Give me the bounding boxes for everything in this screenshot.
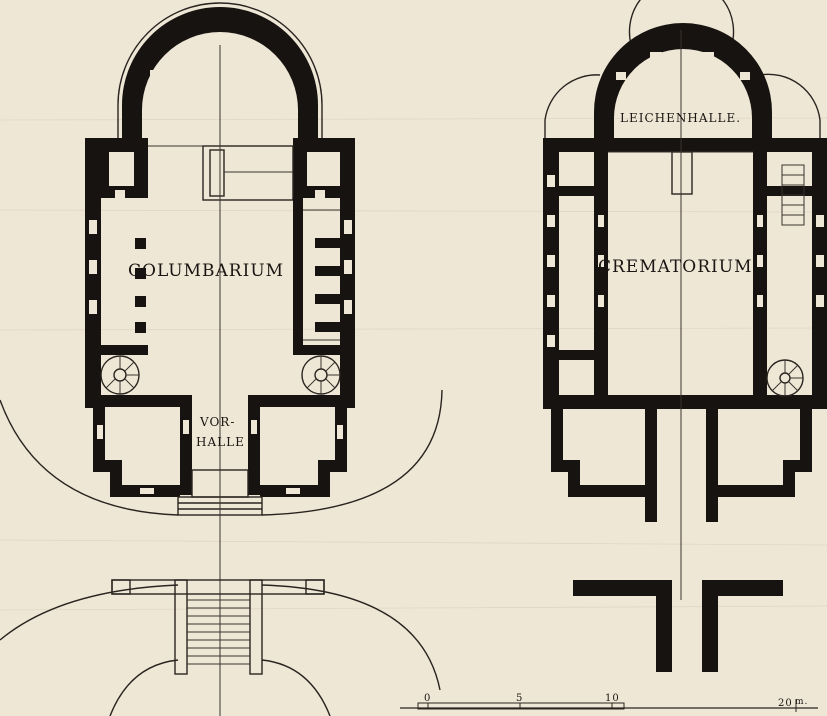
- columbarium-wall-top-right: [293, 138, 355, 152]
- scale-tick-5: 5: [516, 693, 523, 704]
- crematorium-apse-wall: [594, 23, 772, 140]
- columbarium-stair-left: [100, 345, 148, 395]
- label-vorhalle-line1: VOR-: [199, 415, 235, 429]
- crematorium-wall-right: [812, 138, 827, 408]
- crematorium-stair-spiral: [766, 359, 804, 397]
- scale-unit: m.: [795, 697, 808, 707]
- crematorium-wall-bottom: [543, 395, 827, 409]
- scale-bar: 0 5 10 20 m.: [400, 693, 818, 712]
- label-columbarium: COLUMBARIUM: [128, 261, 284, 281]
- crematorium-wall-top: [543, 138, 827, 152]
- crematorium-stair-top: [781, 164, 805, 226]
- scale-tick-0: 0: [424, 693, 431, 704]
- columbarium-apse-wall: [122, 7, 318, 141]
- scale-tick-20: 20: [778, 698, 793, 709]
- crematorium-plan: [543, 0, 827, 672]
- scale-tick-10: 10: [605, 693, 620, 704]
- columbarium-stair-right: [293, 345, 341, 395]
- label-leichenhalle: LEICHENHALLE.: [620, 111, 741, 125]
- terrace-stair-plan: [0, 579, 441, 716]
- label-crematorium: CREMATORIUM: [598, 257, 753, 277]
- columbarium-plan: [0, 2, 443, 716]
- apse-window-slots: [150, 52, 285, 78]
- label-vorhalle-line2: HALLE: [196, 435, 245, 449]
